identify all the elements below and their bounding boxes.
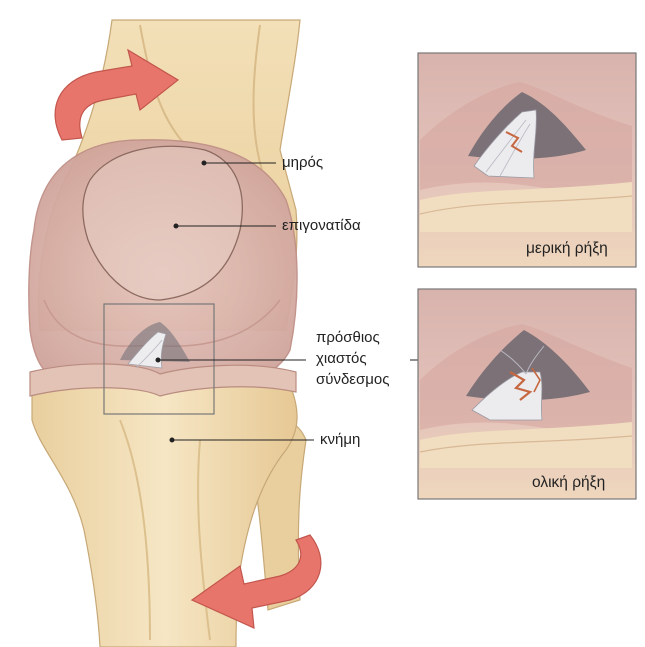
label-acl: πρόσθιος χιαστός σύνδεσμος: [316, 329, 390, 388]
label-patella: επιγονατίδα: [282, 217, 361, 234]
tibia-bone: [31, 384, 298, 647]
rotation-arrow-top-icon: [54, 48, 180, 141]
inset-frame: [103, 303, 215, 415]
label-tibia: κνήμη: [320, 431, 361, 448]
caption-complete-tear: ολική ρήξη: [532, 474, 606, 491]
panel-complete-tear: [417, 288, 637, 500]
label-femur: μηρός: [282, 154, 324, 171]
meniscus: [29, 363, 297, 397]
rotation-arrow-bottom-icon: [190, 534, 322, 629]
patella: [82, 145, 243, 301]
panel-partial-tear: [417, 52, 637, 268]
caption-partial-tear: μερική ρήξη: [526, 240, 608, 257]
